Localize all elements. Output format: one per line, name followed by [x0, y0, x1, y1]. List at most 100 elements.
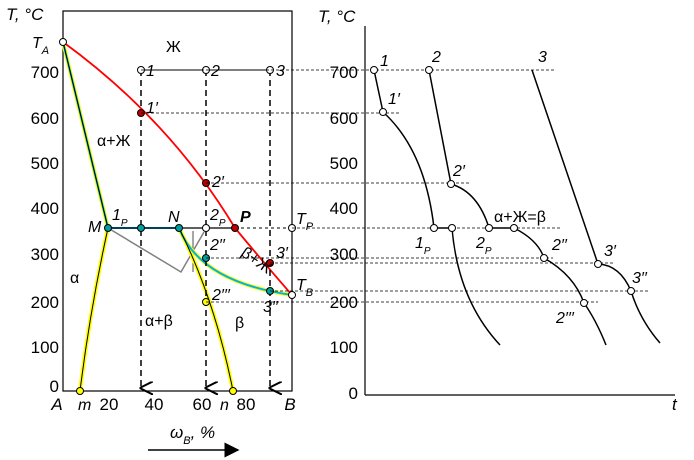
label-2-tprime: 2′′′	[211, 287, 231, 304]
alpha-solvus-yellow	[78, 227, 110, 392]
label-2: 2	[210, 63, 220, 80]
cpoint-2-dprime	[540, 254, 548, 262]
cooling-curves: T, °C t 0 100 200 300 400 500 600 700	[318, 7, 678, 414]
region-alpha-beta: α+β	[145, 313, 173, 330]
region-beta: β	[235, 315, 244, 332]
cpoint-1p-a	[430, 224, 438, 232]
label-3-dprime: 3′′	[263, 299, 279, 316]
phase-y-tick: 700	[31, 63, 59, 82]
label-tp: TP	[296, 211, 314, 233]
cpoint-1	[370, 66, 378, 74]
phase-x-tick: A	[50, 395, 62, 414]
cooling-y-tick: 200	[330, 293, 358, 312]
clabel-3-prime: 3′	[604, 243, 617, 260]
cpoint-2	[425, 66, 433, 74]
label-n-comp: n	[220, 397, 229, 414]
region-liquid: Ж	[166, 39, 181, 56]
label-2p: 2P	[209, 207, 226, 229]
label-1-prime: 1′	[146, 100, 159, 117]
cooling-y-tick: 600	[330, 109, 358, 128]
phase-frame	[62, 10, 293, 392]
point-ta	[59, 38, 67, 46]
cpoint-2-tprime	[580, 299, 588, 307]
clabel-1: 1	[380, 53, 389, 70]
clabel-1-prime: 1′	[388, 91, 401, 108]
label-p: P	[240, 209, 251, 226]
point-m-comp	[76, 387, 84, 395]
clabel-2: 2	[431, 49, 441, 66]
phase-x-tick: 60	[193, 395, 212, 414]
cooling-y-tick: 700	[330, 63, 358, 82]
clabel-3-dprime: 3′′	[632, 270, 648, 287]
point-tb	[288, 291, 296, 299]
cpoint-3-prime	[594, 260, 602, 268]
point-1p	[137, 224, 145, 232]
phase-regions: Ж α+Ж α α+β β β+Ж	[70, 39, 275, 332]
point-n-comp	[229, 387, 237, 395]
cooling-y-tick: 0	[349, 384, 358, 403]
point-2p	[202, 224, 210, 232]
label-3: 3	[276, 63, 285, 80]
region-alpha: α	[70, 270, 79, 287]
phase-x-tick: 80	[237, 395, 256, 414]
alpha-solidus-black	[62, 41, 109, 229]
cooling-points	[370, 66, 635, 307]
point-n	[175, 224, 183, 232]
phase-labels: TA TP TB M N P m n 1 2 3 1′ 2′ 3′ 1P 2P …	[32, 35, 314, 414]
clabel-plateau: α+Ж=β	[494, 209, 546, 226]
clabel-2-tprime: 2′′′	[555, 310, 575, 327]
point-m	[104, 224, 112, 232]
phase-x-tick: B	[284, 395, 295, 414]
phase-x-tick: 20	[100, 395, 119, 414]
grey-guide-line	[107, 227, 205, 274]
cpoint-2p-a	[485, 224, 493, 232]
label-tb: TB	[296, 277, 313, 299]
label-ta: TA	[32, 35, 49, 57]
label-2-prime: 2′	[211, 174, 225, 191]
label-3-prime: 3′	[276, 245, 289, 262]
beta-solvus-black	[178, 227, 234, 392]
label-2-dprime: 2′′	[209, 237, 226, 254]
cpoint-2p-b	[510, 224, 518, 232]
label-n: N	[168, 209, 180, 226]
cooling-y-tick: 500	[330, 154, 358, 173]
cooling-y-axis-label: T, °C	[318, 7, 356, 26]
cooling-labels: 1 1′ 2 3 2′ 1P 2P α+Ж=β 2′′ 3′ 3′′ 2′′′	[380, 49, 648, 327]
label-m-comp: m	[78, 397, 91, 414]
clabel-1p: 1P	[415, 235, 431, 257]
phase-diagram: T, °C 0 100 200 300 400 500 600 700 A 20…	[6, 5, 314, 458]
cpoint-3-dprime	[627, 287, 635, 295]
clabel-2-prime: 2′	[452, 163, 466, 180]
cpoint-1p-b	[448, 224, 456, 232]
phase-y-axis-label: T, °C	[6, 5, 44, 24]
phase-x-ticks: A 20 40 60 80 B	[50, 395, 295, 414]
cooling-y-tick: 400	[330, 199, 358, 218]
liquidus-beta-line	[62, 41, 293, 296]
label-1p: 1P	[112, 207, 128, 229]
cooling-x-axis-label: t	[672, 395, 678, 414]
phase-x-axis-label: ωB, %	[170, 423, 215, 447]
cooling-y-tick: 300	[330, 245, 358, 264]
phase-y-tick: 0	[50, 377, 59, 396]
region-alpha-liquid: α+Ж	[97, 133, 131, 150]
clabel-3: 3	[538, 49, 547, 66]
phase-x-tick: 40	[145, 395, 164, 414]
cpoint-1-prime	[379, 108, 387, 116]
label-m: M	[88, 219, 102, 236]
phase-y-tick: 200	[31, 293, 59, 312]
alpha-solvus-black	[79, 227, 109, 392]
cooling-y-ticks: 0 100 200 300 400 500 600 700	[330, 63, 358, 403]
label-1: 1	[146, 63, 155, 80]
cpoint-2-prime	[447, 180, 455, 188]
phase-y-tick: 300	[31, 245, 59, 264]
phase-y-tick: 400	[31, 199, 59, 218]
cooling-y-tick: 100	[330, 338, 358, 357]
phase-y-tick: 100	[31, 338, 59, 357]
connector-lines	[141, 69, 648, 303]
point-p	[231, 224, 239, 232]
phase-y-tick: 600	[31, 109, 59, 128]
clabel-2p: 2P	[475, 235, 492, 257]
phase-y-tick: 500	[31, 154, 59, 173]
phase-y-ticks: 0 100 200 300 400 500 600 700	[31, 63, 59, 396]
